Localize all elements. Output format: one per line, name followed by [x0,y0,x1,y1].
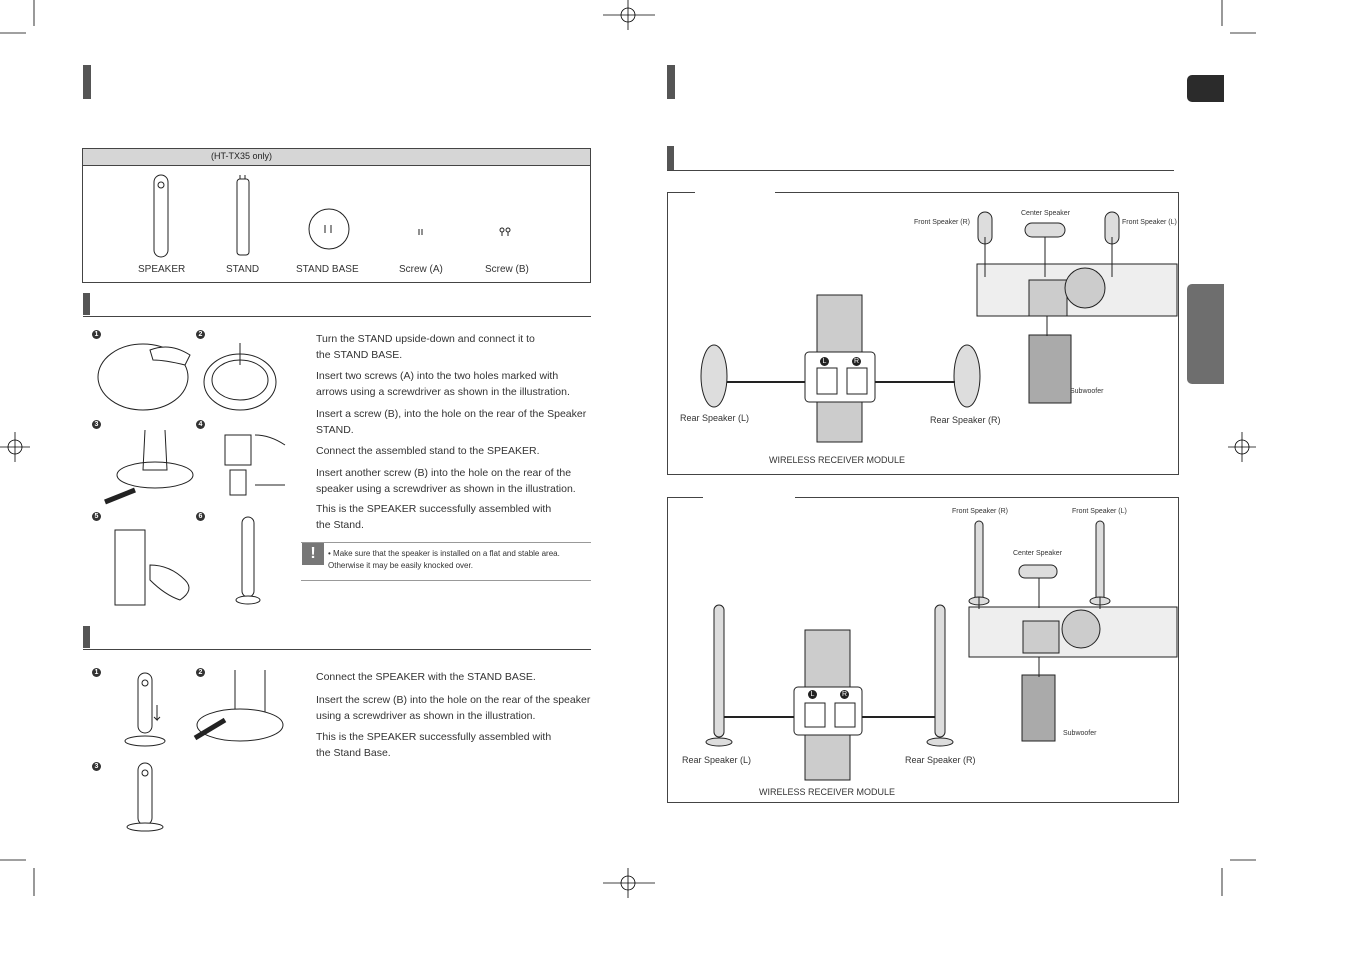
subwoofer-icon [1028,334,1072,404]
diagram2-tab-gap [703,497,795,499]
diagram1-rear-l-label: Rear Speaker (L) [680,413,750,423]
note-text: • Make sure that the speaker is installe… [328,549,560,570]
diagram2-subwoofer-label: Subwoofer [1063,730,1097,737]
parts-label-screw-a: Screw (A) [399,264,443,275]
section2-paragraph: Connect the SPEAKER with the STAND BASE. [316,671,536,683]
parts-box: (HT-TX35 only) [82,148,591,283]
section1-paragraph: Insert two screws (A) into the two holes… [316,370,570,398]
caution-icon: ! [302,543,324,565]
section1-paragraph: Insert another screw (B) into the hole o… [316,467,576,495]
note-bottom-rule [301,580,591,581]
diagram1-module-label: WIRELESS RECEIVER MODULE [769,455,906,465]
section1-paragraph: Insert a screw (B), into the hole on the… [316,408,587,436]
front-tower-r-icon [974,520,984,602]
step-number: 3 [92,762,101,771]
parts-illustrations [153,174,511,258]
center-speaker-icon [1018,564,1058,579]
section1-paragraph: Turn the STAND upside-down and connect i… [316,333,535,361]
step-number: 2 [196,330,205,339]
section1-paragraph: Connect the assembled stand to the SPEAK… [316,445,540,457]
step3-illustration [116,461,194,489]
step-number: 1 [92,668,101,677]
diagram2-center-label: Center Speaker [1013,550,1063,557]
s2-step1-illustration [137,672,153,734]
speaker-part-icon [153,174,169,258]
diagram1-center-label: Center Speaker [1021,210,1071,217]
right-section-heading-bar [667,146,674,170]
diagram1-subwoofer-label: Subwoofer [1070,388,1104,395]
parts-label-stand: STAND [226,264,260,275]
parts-label-speaker: SPEAKER [138,264,186,275]
section1-paragraph: This is the SPEAKER successfully assembl… [316,503,552,531]
step-number: 1 [92,330,101,339]
section2-heading-bar [83,626,90,648]
diagram2-illustration [705,520,1178,781]
parts-header-note: (HT-TX35 only) [211,151,273,161]
step-number: 4 [196,420,205,429]
subwoofer-icon [1021,674,1056,742]
step4-illustration [224,434,252,466]
connection-diagram-1 [667,192,1179,475]
front-tower-l-icon [1095,520,1105,602]
diagram2-rear-l-label: Rear Speaker (L) [682,755,752,765]
diagram2-badge-r: R [840,690,849,699]
diagram2-front-r-label: Front Speaker (R) [952,508,1009,515]
step5-illustration [114,529,146,606]
parts-label-stand-base: STAND BASE [296,264,359,275]
diagram1-rear-r-label: Rear Speaker (R) [930,415,1001,425]
left-page-title-bar [83,65,91,99]
step6-illustration [241,516,255,598]
section2-paragraph: This is the SPEAKER successfully assembl… [316,731,552,759]
step-number: 3 [92,420,101,429]
screw-b-part-icon [499,227,505,233]
step-number: 6 [196,512,205,521]
rear-tower-l-icon [713,604,725,738]
rear-speaker-r-icon [953,344,981,408]
stand-part-icon [236,178,250,256]
page-tab-black [1187,75,1224,102]
connection-diagram-2 [667,497,1179,803]
diagram1-tab-gap [695,192,775,194]
parts-label-screw-b: Screw (B) [485,264,529,275]
section2-paragraph: Insert the screw (B) into the hole on th… [316,694,591,722]
step-number: 2 [196,668,205,677]
rear-tower-r-icon [934,604,946,738]
diagram2-module-label: WIRELESS RECEIVER MODULE [759,787,896,797]
side-tab-gray [1187,284,1224,384]
diagram1-front-r-label: Front Speaker (R) [914,219,971,226]
diagram1-badge-l: L [820,357,829,366]
diagram1-badge-r: R [852,357,861,366]
section2-illustrations [124,670,284,832]
parts-box-header: (HT-TX35 only) [83,149,590,166]
diagram2-front-l-label: Front Speaker (L) [1072,508,1127,515]
screw-a-part-icon [418,229,423,235]
section2-rule [83,649,591,650]
diagram1-illustration [700,211,1178,443]
diagram1-front-l-label: Front Speaker (L) [1122,219,1177,226]
center-speaker-icon [1024,222,1066,238]
diagram2-badge-l: L [808,690,817,699]
diagram2-rear-r-label: Rear Speaker (R) [905,755,976,765]
right-section-rule [667,170,1174,171]
section1-rule [83,316,591,317]
section1-heading-bar [83,293,90,315]
step-number: 5 [92,512,101,521]
stand-base-part-icon [308,208,350,250]
rear-speaker-l-icon [700,344,728,408]
section1-illustrations [97,343,286,606]
note-top-rule [301,542,591,543]
right-page-title-bar [667,65,675,99]
